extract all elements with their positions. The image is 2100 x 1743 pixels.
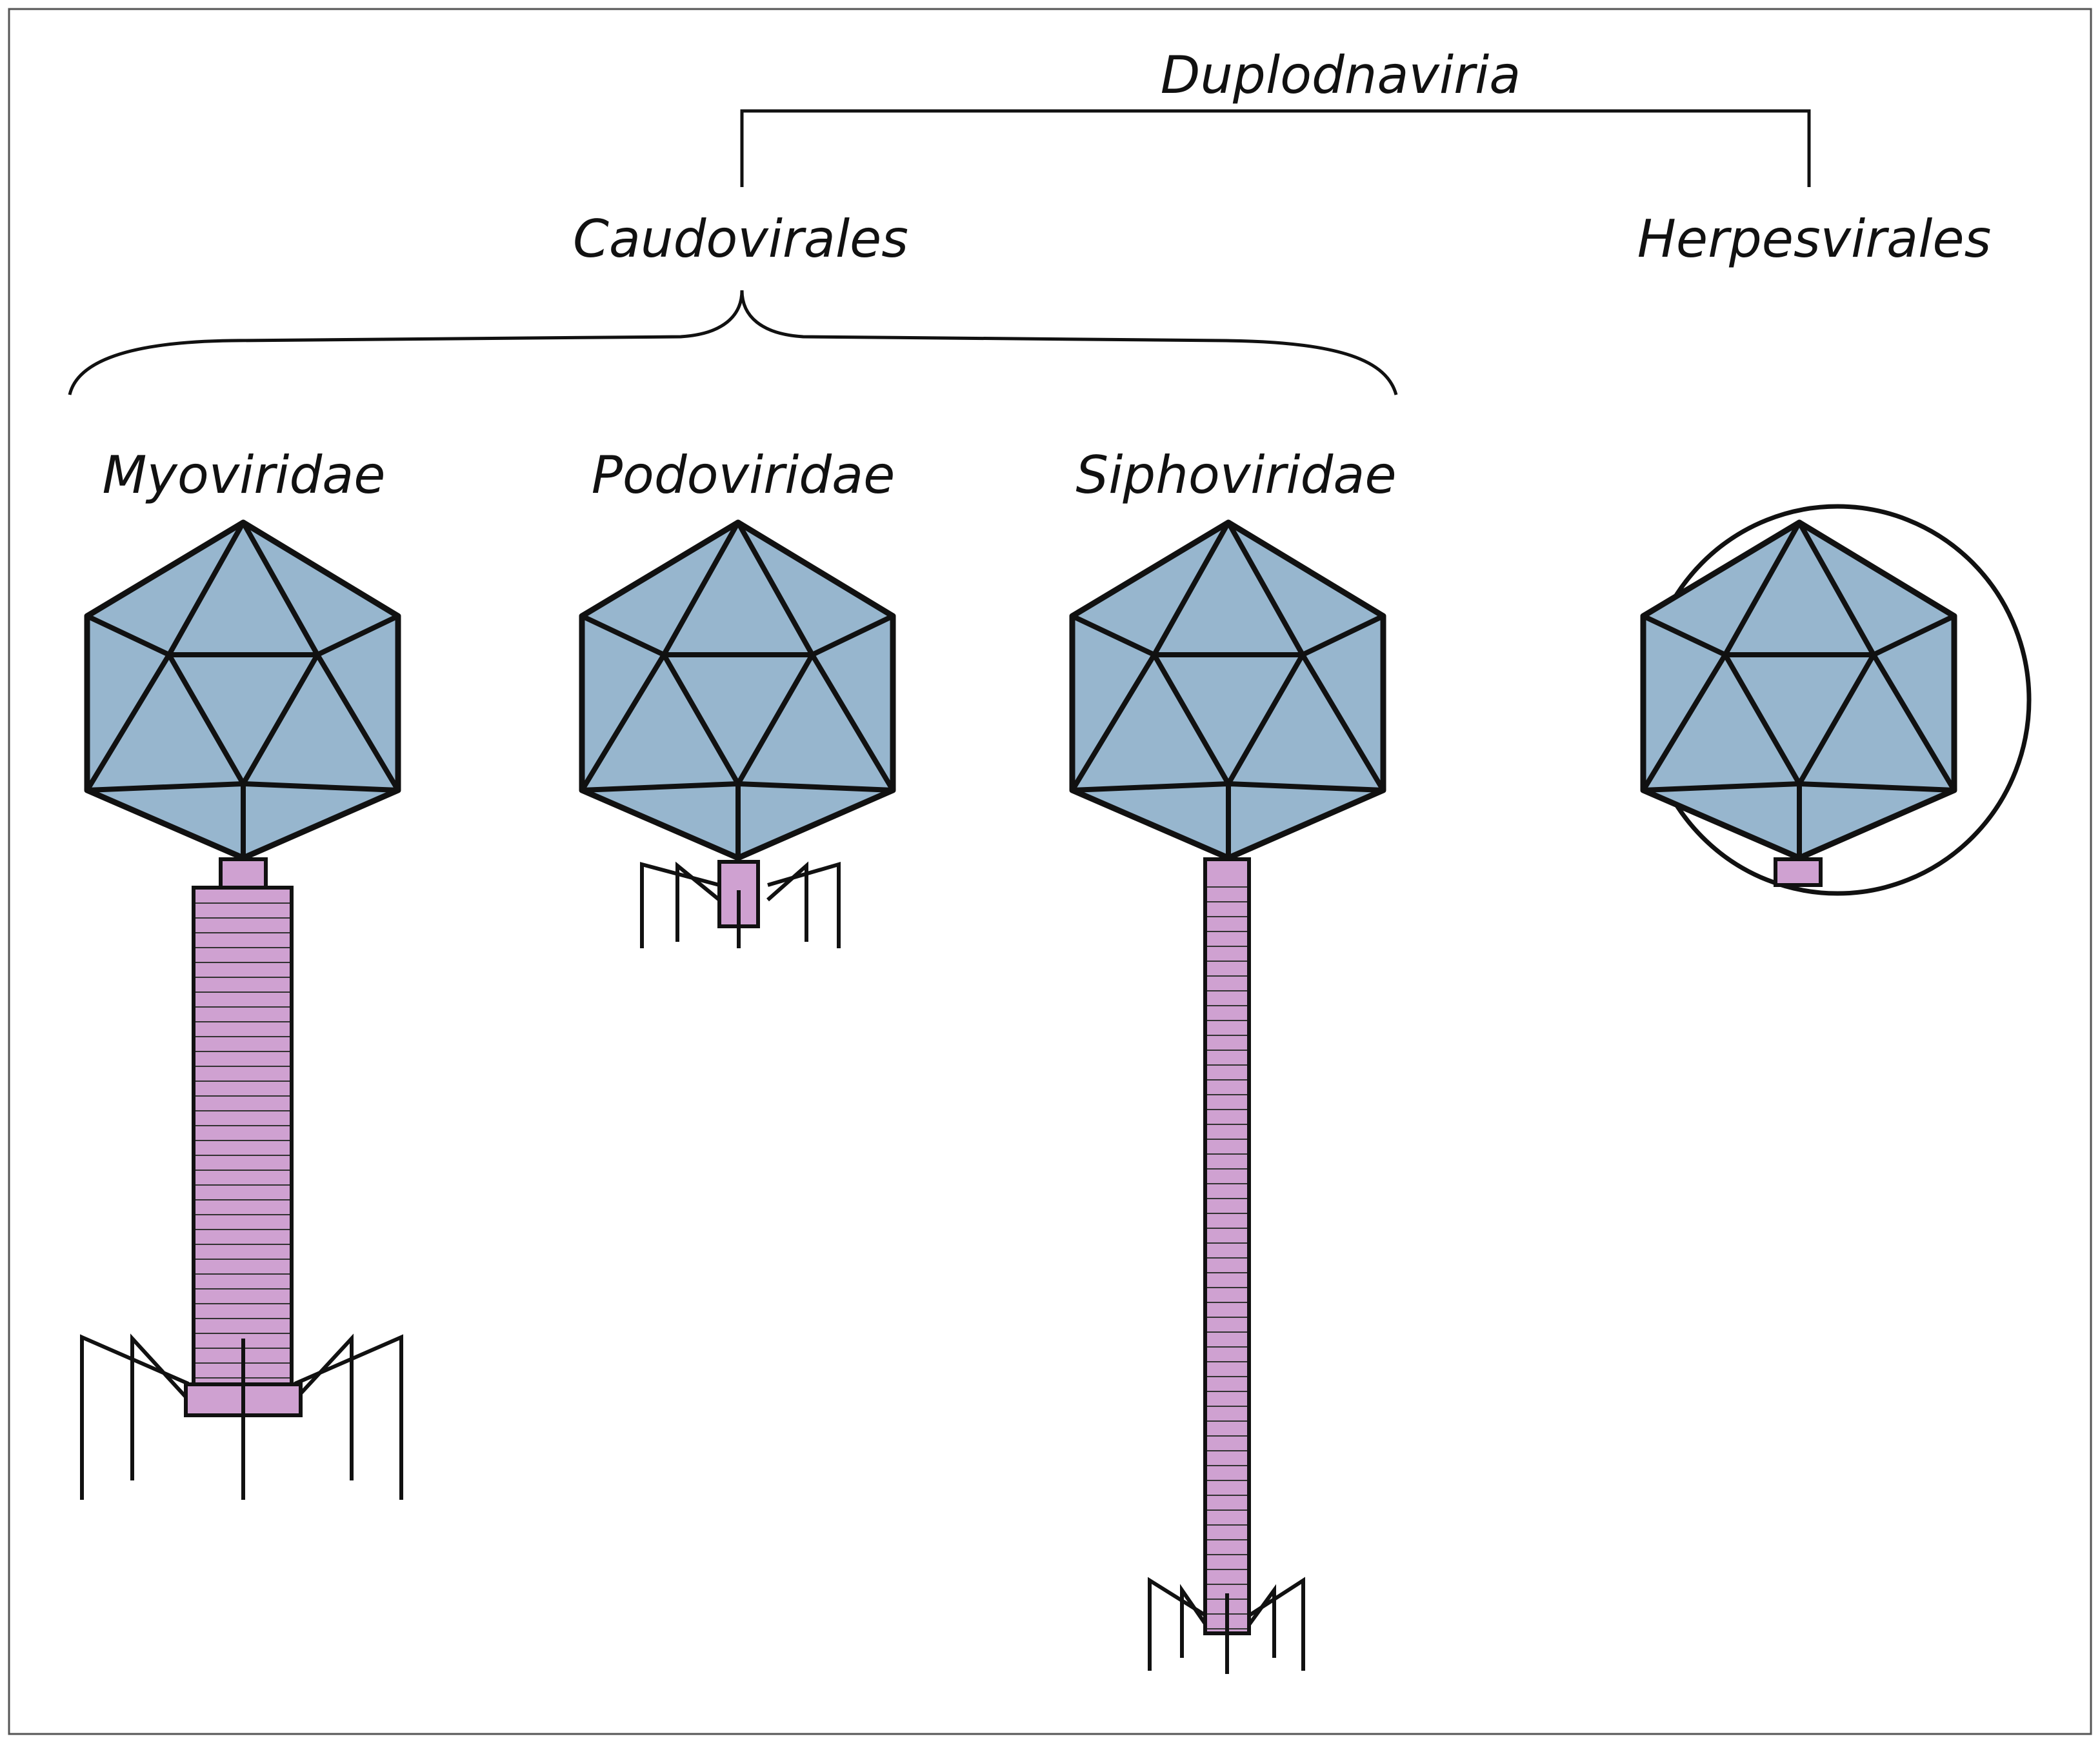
myoviridae-virion <box>80 519 403 1500</box>
herpesvirales-capsid <box>1640 519 1957 861</box>
myoviridae-tail-sheath <box>192 886 294 1386</box>
label-caudovirales: Caudovirales <box>573 209 908 269</box>
myoviridae-neck <box>219 857 268 890</box>
podoviridae-capsid <box>579 519 896 861</box>
label-duplodnaviria: Duplodnaviria <box>1161 45 1521 105</box>
myoviridae-tail-fibers <box>80 1333 403 1500</box>
myoviridae-capsid <box>84 519 401 861</box>
siphoviridae-tail-fibers <box>1148 1577 1305 1671</box>
figure-frame <box>8 8 2092 1735</box>
siphoviridae-virion <box>1069 519 1386 1674</box>
label-podoviridae: Podoviridae <box>592 445 895 505</box>
order-curly-brace <box>68 290 1398 395</box>
label-herpesvirales: Herpesvirales <box>1637 209 1992 269</box>
siphoviridae-capsid <box>1069 519 1386 861</box>
herpesvirales-virion <box>1640 504 2032 896</box>
realm-bracket <box>740 109 1811 187</box>
podoviridae-tail-fibers <box>640 861 841 948</box>
label-myoviridae: Myoviridae <box>102 445 385 505</box>
podoviridae-virion <box>579 519 896 948</box>
label-siphoviridae: Siphoviridae <box>1075 445 1396 505</box>
myoviridae-sheath-rings <box>195 902 290 1379</box>
herpesvirales-portal <box>1774 857 1823 887</box>
